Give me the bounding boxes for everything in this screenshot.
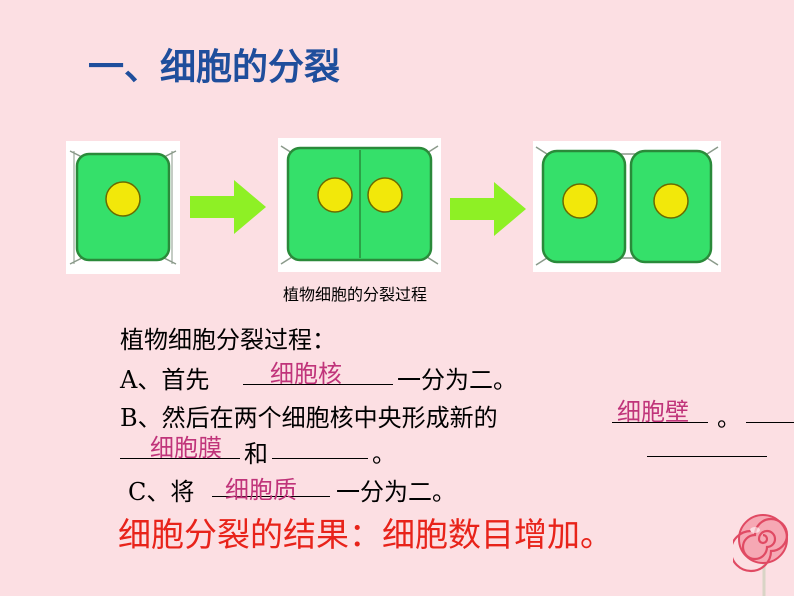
step-b-extra-blank <box>746 422 794 423</box>
figure-caption: 植物细胞的分裂过程 <box>283 281 427 305</box>
step-b2-end: 。 <box>372 434 396 469</box>
question-heading: 植物细胞分裂过程： <box>120 320 336 355</box>
step-c-suffix: 一分为二。 <box>336 472 456 507</box>
single-cell-image <box>66 141 180 274</box>
step-b2-right-blank <box>647 456 767 457</box>
lollipop-icon <box>733 510 793 596</box>
step-b2-answer: 细胞膜 <box>150 428 222 463</box>
slide-title: 一、细胞的分裂 <box>88 38 340 90</box>
step-c-answer: 细胞质 <box>225 470 297 505</box>
dividing-cell-image <box>278 138 441 272</box>
right-arrow-icon <box>190 178 268 236</box>
two-cells-image <box>533 141 721 272</box>
step-b-end: 。 <box>717 398 741 433</box>
step-b2-second-blank <box>272 458 368 459</box>
step-a-prefix: A、首先 <box>120 360 209 395</box>
right-arrow-icon <box>450 180 528 238</box>
step-a-suffix: 一分为二。 <box>397 360 517 395</box>
step-b2-mid: 和 <box>244 434 268 469</box>
step-b-answer: 细胞壁 <box>617 392 689 427</box>
step-c-prefix: C、将 <box>128 472 194 507</box>
result-statement: 细胞分裂的结果：细胞数目增加。 <box>118 508 613 556</box>
step-a-answer: 细胞核 <box>270 354 342 389</box>
